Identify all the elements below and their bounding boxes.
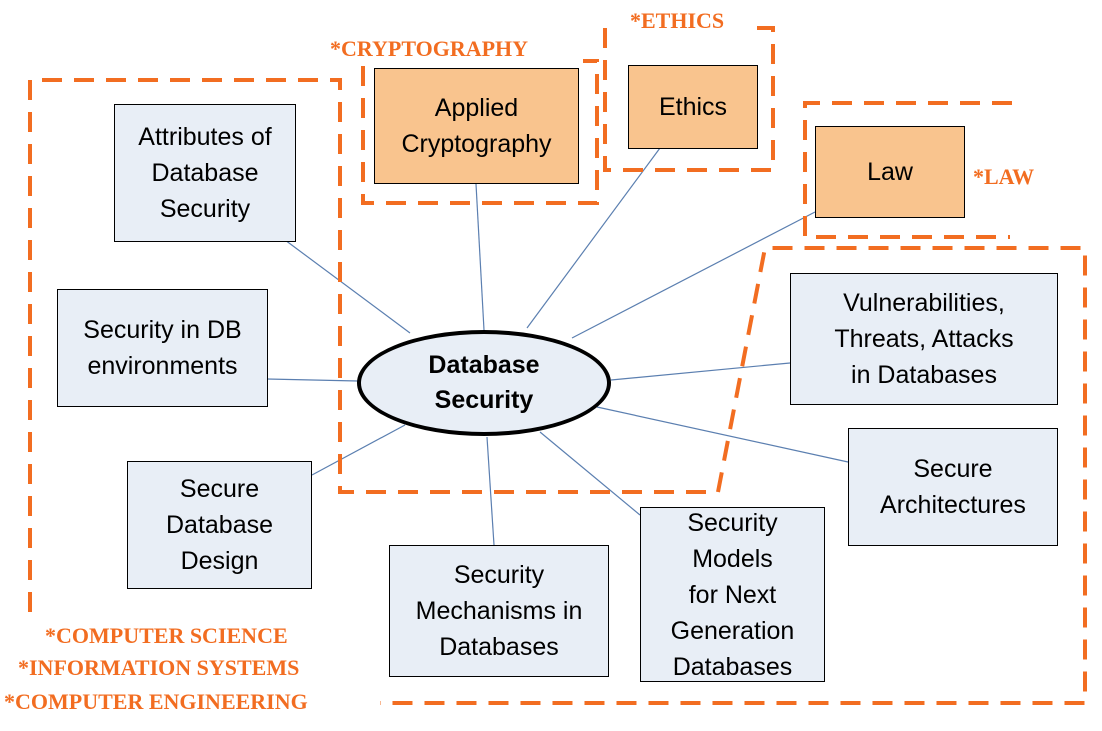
connector-db-environments [266,378,359,382]
tag-ethics: *ETHICS [630,8,725,33]
boundary-computer-science [28,78,1087,705]
tag-cryptography: *CRYPTOGRAPHY [330,36,529,61]
node-security-models-next-gen: Security Models for Next Generation Data… [640,507,825,682]
connector-attributes [284,239,411,334]
node-attributes-of-database-security: Attributes of Database Security [114,104,296,242]
tag-information-systems: *INFORMATION SYSTEMS [18,655,300,680]
connector-vulnerabilities [610,362,791,381]
connector-architectures [596,406,849,463]
boundary-law [803,101,1012,239]
node-ethics: Ethics [628,65,758,149]
node-security-mechanisms: Security Mechanisms in Databases [389,545,609,677]
connector-applied-crypto [475,183,485,331]
node-applied-cryptography: Applied Cryptography [374,68,579,184]
connector-mechanisms [486,436,495,546]
node-vulnerabilities-threats-attacks: Vulnerabilities, Threats, Attacks in Dat… [790,273,1058,405]
tag-law: *LAW [973,164,1035,189]
node-secure-database-design: Secure Database Design [127,461,312,589]
connector-secure-db-design [311,424,406,476]
center-database-security: Database Security [357,330,611,436]
tag-computer-science: *COMPUTER SCIENCE [45,623,288,648]
connector-ethics [526,147,661,329]
connector-law [571,211,816,339]
boundary-ethics [603,26,775,172]
node-secure-architectures: Secure Architectures [848,428,1058,546]
connector-models [539,431,641,516]
node-law: Law [815,126,965,218]
tag-computer-engineering: *COMPUTER ENGINEERING [4,689,308,714]
node-security-in-db-environments: Security in DB environments [57,289,268,407]
boundary-cryptography [361,59,599,205]
